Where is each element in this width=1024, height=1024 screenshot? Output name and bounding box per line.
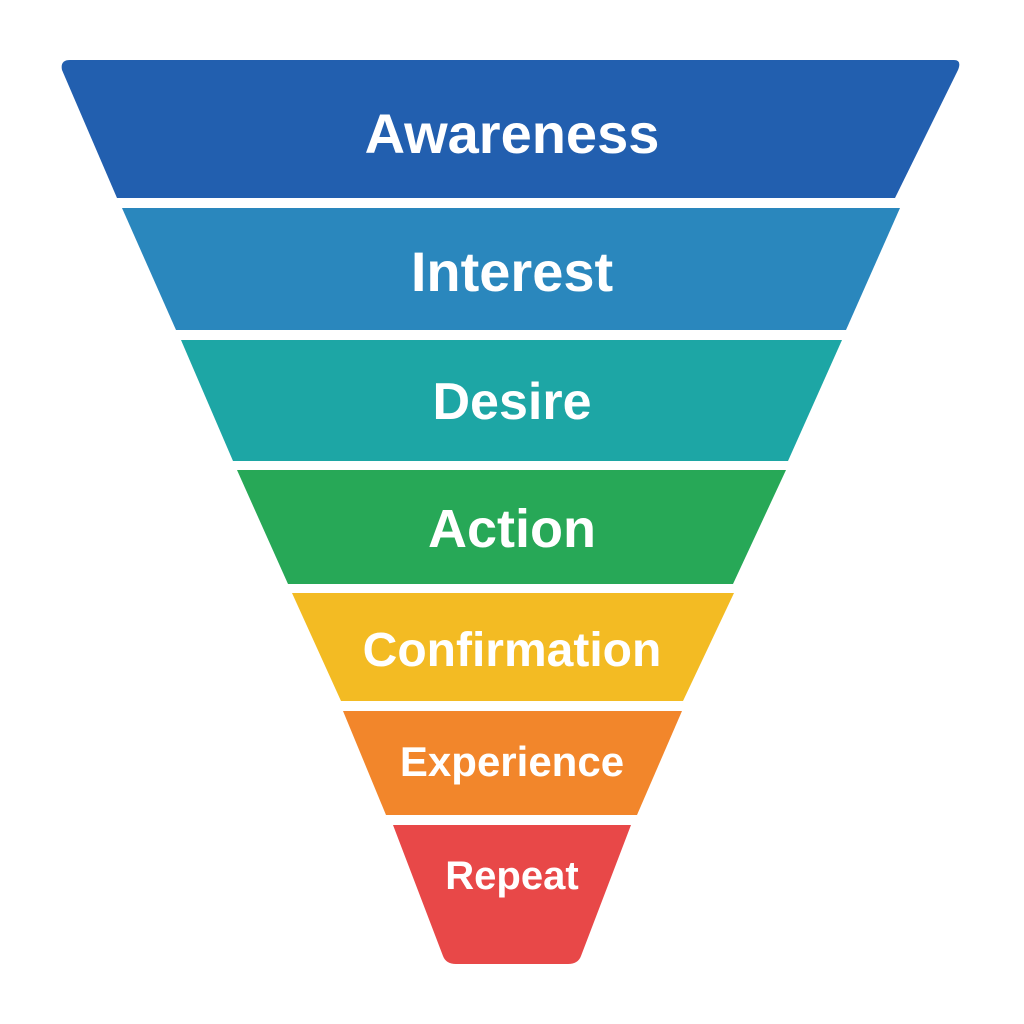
stage-label-awareness: Awareness — [365, 102, 660, 165]
funnel-stage-repeat: Repeat — [393, 825, 631, 964]
funnel-band-action — [237, 470, 786, 584]
stage-label-interest: Interest — [411, 240, 613, 303]
funnel-stage-experience: Experience — [343, 711, 682, 815]
stage-label-confirmation: Confirmation — [363, 624, 662, 677]
funnel-band-repeat — [393, 825, 631, 964]
funnel-band-confirmation — [292, 593, 734, 701]
stage-label-action: Action — [428, 499, 596, 559]
funnel-band-awareness — [61, 60, 960, 198]
stage-label-repeat: Repeat — [445, 854, 578, 898]
funnel-band-desire — [181, 340, 842, 461]
funnel-band-interest — [122, 208, 900, 330]
funnel-stage-action: Action — [237, 470, 786, 584]
funnel-stage-desire: Desire — [181, 340, 842, 461]
funnel-stage-interest: Interest — [122, 208, 900, 330]
funnel-stage-awareness: Awareness — [61, 60, 960, 198]
stage-label-experience: Experience — [400, 738, 624, 785]
funnel-stage-confirmation: Confirmation — [292, 593, 734, 701]
stage-label-desire: Desire — [433, 373, 592, 431]
funnel-band-experience — [343, 711, 682, 815]
